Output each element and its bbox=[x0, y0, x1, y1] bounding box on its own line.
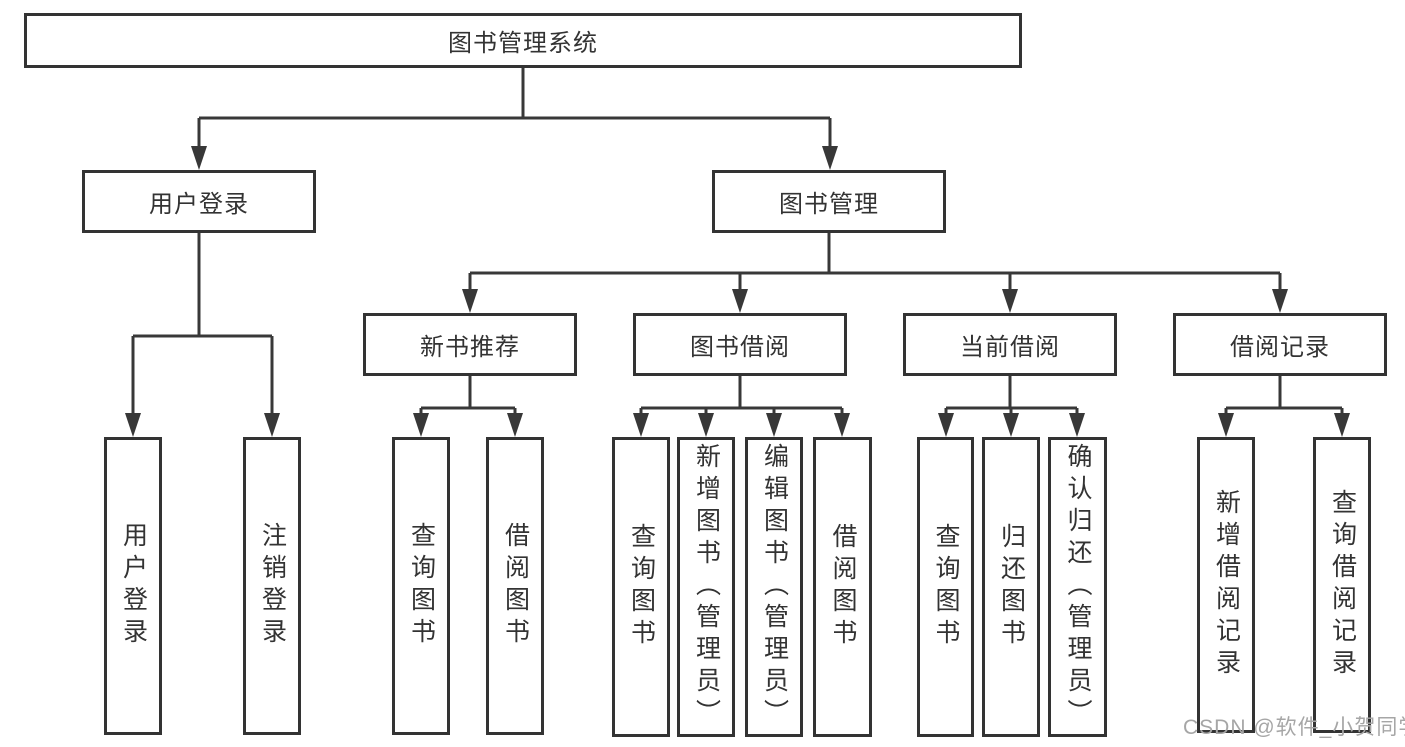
leaf-nbr-query-book-label: 查询图书 bbox=[407, 522, 436, 650]
connector-bookborrow-children bbox=[639, 376, 844, 415]
node-user-login: 用户登录 bbox=[82, 170, 316, 233]
connector-userlogin-children bbox=[131, 233, 274, 415]
leaf-bb-borrow-book-label: 借阅图书 bbox=[829, 523, 857, 651]
leaf-nbr-query-book: 查询图书 bbox=[392, 437, 450, 735]
arrowheads-bookborrow-children bbox=[633, 413, 850, 437]
node-borrow-record: 借阅记录 bbox=[1173, 313, 1387, 376]
connector-root-to-level2 bbox=[197, 68, 832, 148]
csdn-watermark: CSDN @软件_小贺同学 bbox=[1183, 716, 1405, 739]
leaf-cb-confirm-return: 确认归还（管理员） bbox=[1048, 437, 1107, 737]
connector-newbookrec-children bbox=[419, 376, 517, 415]
arrowheads-level2 bbox=[191, 146, 838, 170]
connector-borrowrecord-children bbox=[1224, 376, 1344, 415]
leaf-bb-query-book-label: 查询图书 bbox=[627, 523, 656, 651]
leaf-user-login-label: 用户登录 bbox=[119, 522, 148, 650]
leaf-nbr-borrow-book: 借阅图书 bbox=[486, 437, 544, 735]
leaf-bb-edit-book: 编辑图书（管理员） bbox=[745, 437, 803, 737]
arrowheads-newbookrec-children bbox=[413, 413, 523, 437]
node-root-label: 图书管理系统 bbox=[448, 30, 598, 57]
arrowheads-borrowrecord-children bbox=[1218, 413, 1350, 437]
node-book-borrow: 图书借阅 bbox=[633, 313, 847, 376]
leaf-cb-query-book: 查询图书 bbox=[917, 437, 974, 737]
leaf-bb-query-book: 查询图书 bbox=[612, 437, 670, 737]
arrowheads-currentborrow-children bbox=[938, 413, 1085, 437]
leaf-logout: 注销登录 bbox=[243, 437, 301, 735]
node-current-borrow-label: 当前借阅 bbox=[960, 334, 1060, 361]
node-user-login-label: 用户登录 bbox=[149, 191, 249, 218]
leaf-logout-label: 注销登录 bbox=[258, 522, 287, 650]
node-book-mgmt: 图书管理 bbox=[712, 170, 946, 233]
leaf-bb-borrow-book: 借阅图书 bbox=[813, 437, 872, 737]
leaf-cb-query-book-label: 查询图书 bbox=[932, 523, 960, 651]
leaf-cb-return-book-label: 归还图书 bbox=[997, 523, 1026, 651]
leaf-bb-edit-book-label: 编辑图书（管理员） bbox=[760, 443, 789, 731]
node-root-system: 图书管理系统 bbox=[24, 13, 1022, 68]
leaf-bb-add-book-label: 新增图书（管理员） bbox=[692, 443, 721, 731]
arrowheads-bookmgmt-children bbox=[462, 289, 1288, 313]
leaf-br-query-record: 查询借阅记录 bbox=[1313, 437, 1371, 733]
leaf-bb-add-book: 新增图书（管理员） bbox=[677, 437, 735, 737]
leaf-user-login: 用户登录 bbox=[104, 437, 162, 735]
connector-bookmgmt-children bbox=[468, 233, 1282, 291]
leaf-br-add-record: 新增借阅记录 bbox=[1197, 437, 1255, 733]
leaf-br-add-record-label: 新增借阅记录 bbox=[1212, 489, 1241, 681]
node-borrow-record-label: 借阅记录 bbox=[1230, 334, 1330, 361]
connector-currentborrow-children bbox=[944, 376, 1079, 415]
node-new-book-rec-label: 新书推荐 bbox=[420, 334, 520, 361]
node-current-borrow: 当前借阅 bbox=[903, 313, 1117, 376]
leaf-cb-return-book: 归还图书 bbox=[982, 437, 1040, 737]
node-book-mgmt-label: 图书管理 bbox=[779, 191, 879, 218]
arrowheads-userlogin-children bbox=[125, 413, 280, 437]
node-new-book-rec: 新书推荐 bbox=[363, 313, 577, 376]
leaf-br-query-record-label: 查询借阅记录 bbox=[1328, 489, 1357, 681]
leaf-cb-confirm-return-label: 确认归还（管理员） bbox=[1064, 443, 1092, 731]
leaf-nbr-borrow-book-label: 借阅图书 bbox=[501, 522, 530, 650]
node-book-borrow-label: 图书借阅 bbox=[690, 334, 790, 361]
